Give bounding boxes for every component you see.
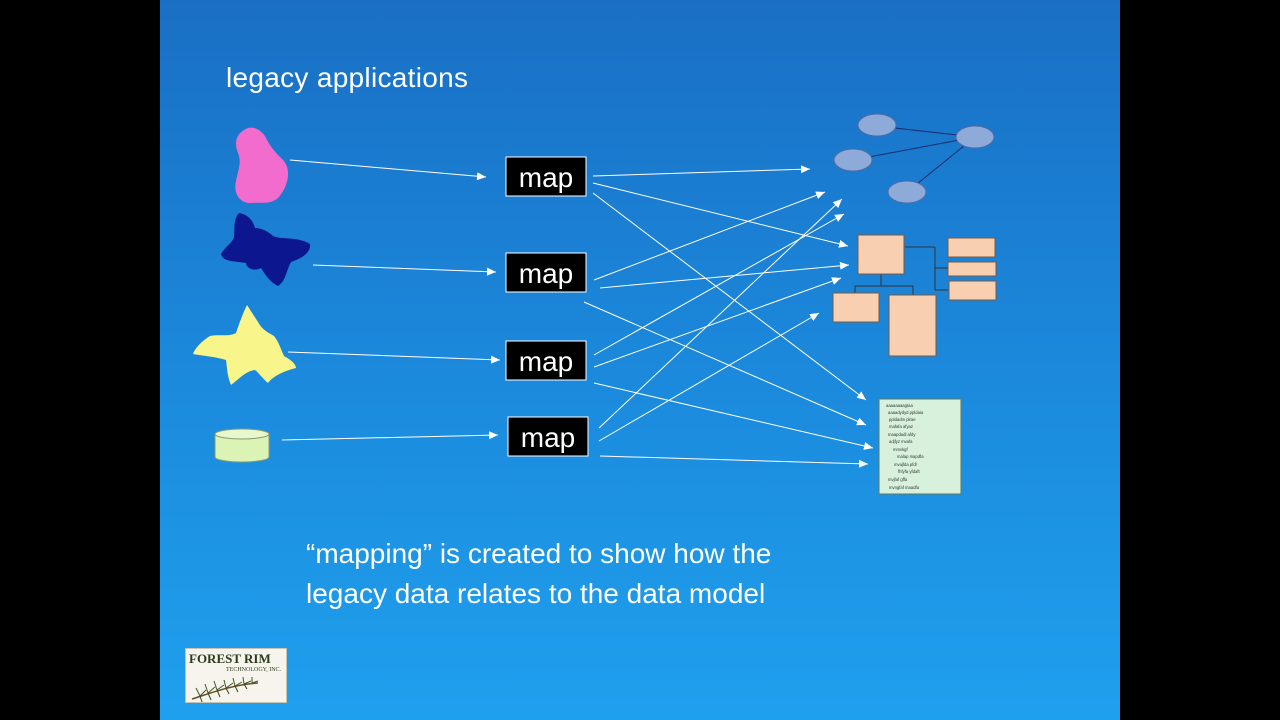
pine-branch-icon (191, 676, 259, 702)
document-line: mvajfda pfdl (894, 462, 917, 467)
document-line: mmvkgf (893, 447, 908, 452)
entity-box (888, 294, 937, 357)
legacy-app-shape-pink (235, 127, 289, 204)
graph-node (857, 113, 897, 137)
forest-rim-logo-graphic: FOREST RIM TECHNOLOGY, INC. (189, 651, 282, 702)
map-box-2: map (505, 252, 587, 293)
legacy-app-shape-navy (221, 213, 311, 286)
logo-line-1: FOREST RIM (189, 651, 271, 666)
entity-box (832, 292, 880, 323)
document-line: ppldadm plrae (889, 417, 916, 422)
arrow-map-2-to-graph (593, 191, 826, 281)
arrow-source-3-to-map-3 (287, 351, 501, 364)
arrow-source-2-to-map-2 (312, 264, 497, 276)
mapping-diagram: map map map map (193, 113, 997, 495)
map-box-3-label: map (519, 346, 573, 377)
document-line: adjfyz mvafa (889, 439, 913, 444)
forest-rim-logo: FOREST RIM TECHNOLOGY, INC. (185, 648, 287, 703)
arrow-map-2-to-document (583, 301, 867, 426)
entity-box (857, 234, 905, 275)
graph-node (955, 125, 995, 149)
document-line: malap mapdfa (897, 454, 924, 459)
arrow-map-3-to-graph (593, 213, 845, 356)
slide-caption: “mapping” is created to show how the leg… (306, 534, 946, 614)
legacy-app-shape-yellow (193, 305, 296, 385)
legacy-database-icon (214, 428, 270, 463)
graph-node (833, 148, 873, 172)
document-line: mvngfaf maadfa (889, 485, 920, 490)
arrow-map-2-to-entities (599, 261, 850, 289)
map-box-1-label: map (519, 162, 573, 193)
arrow-map-1-to-document (592, 192, 867, 401)
arrow-map-4-to-document (599, 455, 869, 468)
map-box-4: map (507, 416, 589, 457)
slide: legacy applications (160, 0, 1120, 720)
arrow-map-1-to-entities (592, 182, 849, 248)
entity-box (947, 237, 996, 258)
document-line: mvjfaf gffa (888, 477, 908, 482)
arrow-map-3-to-entities (593, 277, 842, 368)
arrow-map-3-to-document (593, 382, 874, 450)
map-box-1: map (505, 156, 587, 197)
entity-structure-model (832, 234, 997, 357)
entity-box (947, 261, 997, 277)
text-document-model: aaaaaaaagtaa aaaadydyd ppldaia ppldadm p… (878, 398, 962, 495)
document-line: mafafa afyaz (889, 424, 913, 429)
slide-title: legacy applications (226, 62, 469, 93)
document-line: maapdadl afdy (888, 432, 916, 437)
graph-node (887, 180, 927, 204)
document-line: fhfyfa yfdaft (898, 469, 920, 474)
network-graph-model (833, 113, 995, 204)
entity-box (948, 280, 997, 301)
arrow-map-4-to-graph (598, 198, 843, 429)
caption-line-2: legacy data relates to the data model (306, 578, 766, 609)
logo-line-2: TECHNOLOGY, INC. (226, 667, 282, 673)
arrow-map-1-to-graph (592, 165, 811, 177)
document-line: aaaaaaaagtaa (886, 403, 913, 408)
caption-line-1: “mapping” is created to show how the (306, 538, 772, 569)
arrow-source-1-to-map-1 (289, 159, 487, 181)
document-line: aaaadydyd ppldaia (888, 410, 924, 415)
arrow-map-4-to-entities (598, 312, 820, 442)
mapping-arrows (281, 159, 874, 468)
arrow-source-4-to-map-4 (281, 431, 499, 441)
map-box-4-label: map (521, 422, 575, 453)
map-box-2-label: map (519, 258, 573, 289)
map-box-3: map (505, 340, 587, 381)
